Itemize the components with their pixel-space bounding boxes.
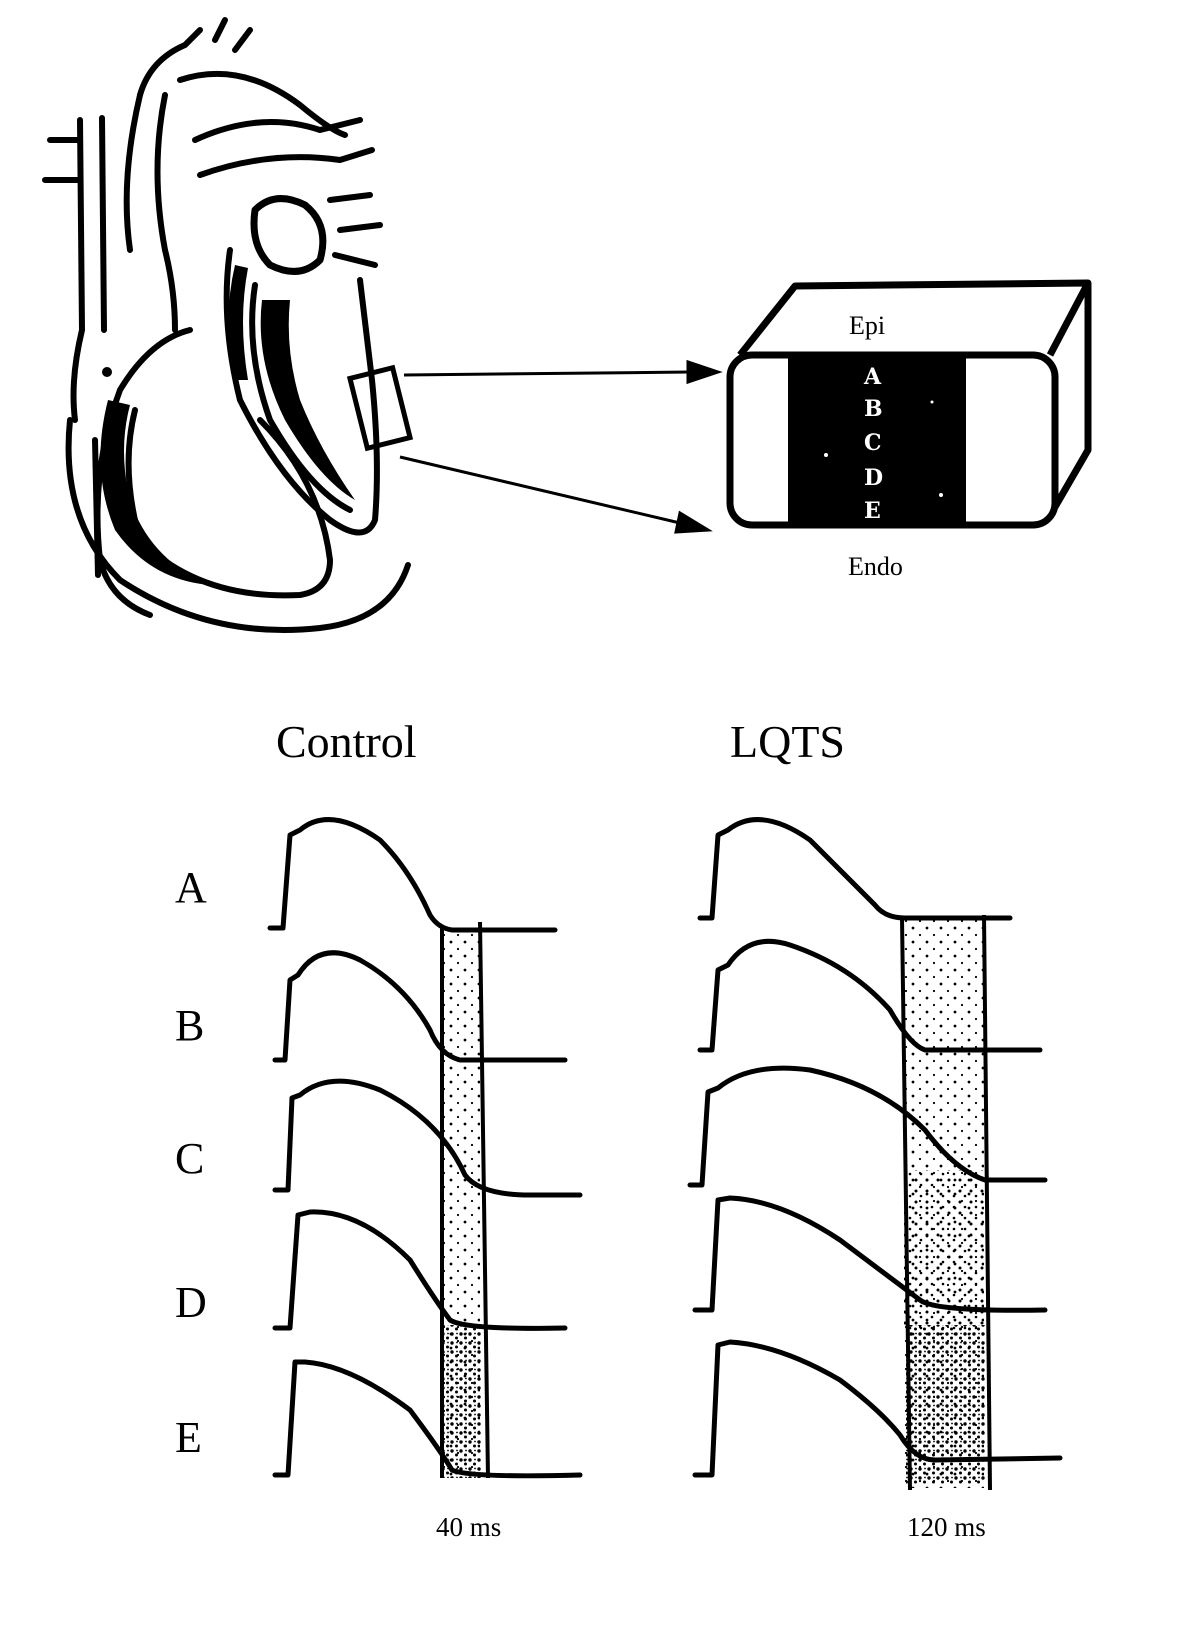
- control-title: Control: [276, 716, 417, 767]
- control-trace-a: [267, 817, 558, 933]
- wall-letter-a: A: [864, 364, 882, 390]
- control-trace-d: [272, 1209, 568, 1331]
- heart-illustration: [42, 17, 411, 633]
- control-dispersion-band: [440, 921, 490, 1479]
- wall-letter-d: D: [864, 465, 884, 491]
- sample-region-box: [346, 364, 414, 452]
- control-dispersion-label: 40 ms: [436, 1512, 502, 1542]
- lqts-title: LQTS: [730, 716, 845, 767]
- lqts-trace-a: [697, 817, 1013, 921]
- row-label-e: E: [175, 1413, 202, 1462]
- row-label-c: C: [175, 1134, 205, 1183]
- wall-speckles: [824, 400, 943, 497]
- wall-letter-c: C: [864, 430, 882, 456]
- row-label-b: B: [175, 1001, 205, 1050]
- lqts-trace-e: [692, 1339, 1063, 1478]
- row-label-a: A: [175, 863, 207, 912]
- control-trace-b: [272, 950, 568, 1063]
- tissue-wall-section: [788, 357, 966, 523]
- epi-label: Epi: [849, 311, 886, 340]
- heart-myocardium: [100, 265, 355, 585]
- action-potential-traces: [267, 817, 1063, 1479]
- lqts-trace-d: [692, 1195, 1048, 1313]
- endo-label: Endo: [848, 552, 903, 581]
- lqts-dispersion-band: [900, 914, 992, 1491]
- control-trace-e: [272, 1359, 583, 1479]
- lqts-dispersion-label: 120 ms: [907, 1512, 986, 1542]
- wall-letter-e: E: [864, 498, 881, 524]
- wall-letter-b: B: [864, 396, 883, 422]
- lqts-trace-b: [697, 938, 1043, 1053]
- lqts-trace-c: [687, 1065, 1048, 1188]
- row-label-d: D: [175, 1278, 207, 1327]
- magnification-arrows: [399, 359, 723, 534]
- control-trace-c: [272, 1078, 583, 1198]
